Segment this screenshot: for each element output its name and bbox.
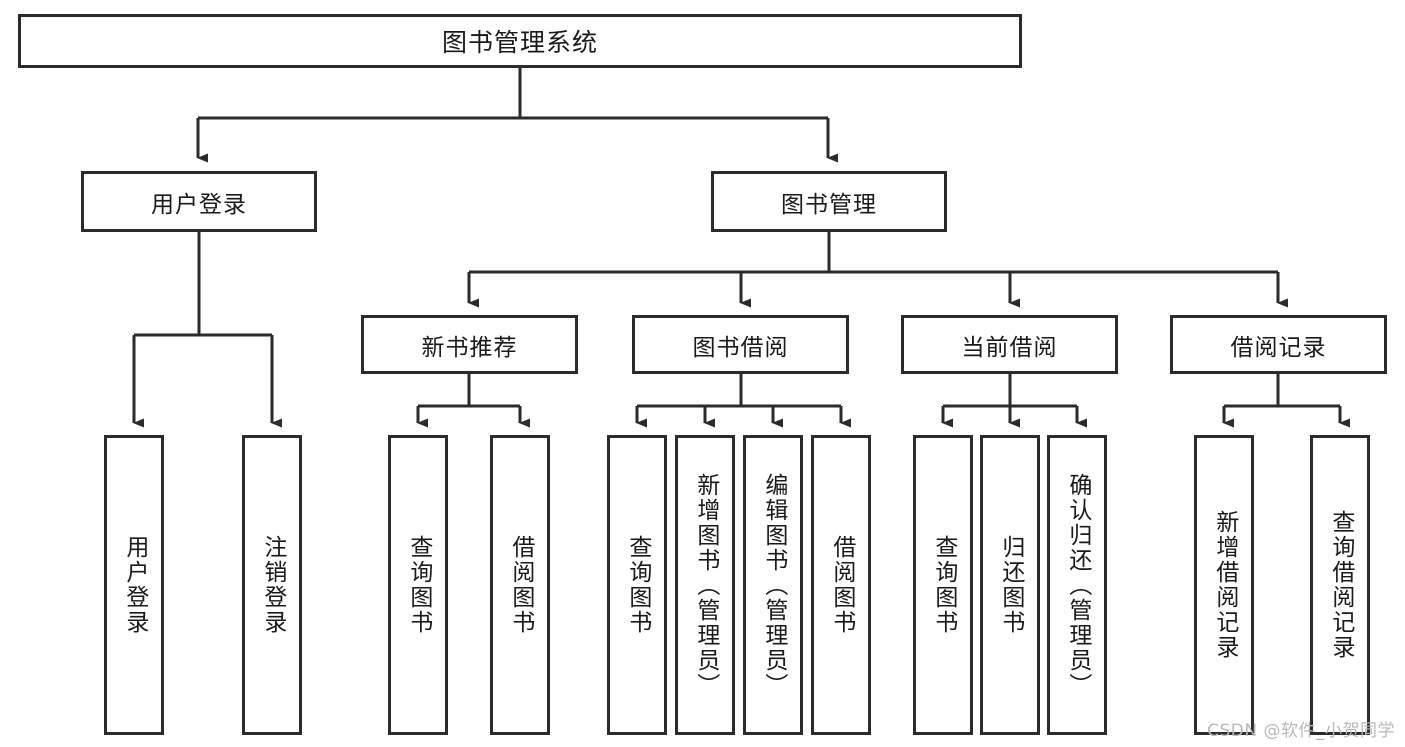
node-leaf-edit-book[interactable]: 编辑图书（管理员） (743, 435, 803, 735)
node-leaf-query-book-1-label: 查询图书 (405, 535, 432, 635)
node-leaf-user-logout[interactable]: 注销登录 (242, 435, 302, 735)
node-leaf-query-record-label: 查询借阅记录 (1327, 510, 1354, 660)
node-leaf-return-book[interactable]: 归还图书 (980, 435, 1040, 735)
node-leaf-query-record[interactable]: 查询借阅记录 (1310, 435, 1370, 735)
node-leaf-confirm-return-label: 确认归还（管理员） (1064, 472, 1091, 698)
node-leaf-borrow-book-2[interactable]: 借阅图书 (811, 435, 871, 735)
node-leaf-borrow-book-1[interactable]: 借阅图书 (490, 435, 550, 735)
node-leaf-query-book-3-label: 查询图书 (930, 535, 957, 635)
node-leaf-add-record-label: 新增借阅记录 (1211, 510, 1238, 660)
node-book-manage-label: 图书管理 (781, 191, 877, 218)
node-book-borrow-label: 图书借阅 (692, 334, 789, 361)
node-borrow-record-label: 借阅记录 (1230, 334, 1327, 361)
node-leaf-query-book-2[interactable]: 查询图书 (607, 435, 667, 735)
node-current-borrow[interactable]: 当前借阅 (901, 315, 1118, 374)
node-new-book-recommend-label: 新书推荐 (421, 334, 518, 361)
node-book-borrow[interactable]: 图书借阅 (632, 315, 849, 374)
node-book-manage[interactable]: 图书管理 (711, 171, 947, 232)
node-leaf-edit-book-label: 编辑图书（管理员） (760, 472, 787, 698)
node-leaf-query-book-1[interactable]: 查询图书 (388, 435, 448, 735)
node-leaf-borrow-book-2-label: 借阅图书 (828, 535, 855, 635)
node-leaf-add-record[interactable]: 新增借阅记录 (1194, 435, 1254, 735)
node-leaf-confirm-return[interactable]: 确认归还（管理员） (1047, 435, 1107, 735)
node-leaf-add-book[interactable]: 新增图书（管理员） (675, 435, 735, 735)
node-leaf-borrow-book-1-label: 借阅图书 (507, 535, 534, 635)
node-user-login-label: 用户登录 (151, 191, 247, 218)
node-leaf-user-logout-label: 注销登录 (259, 535, 286, 635)
node-leaf-query-book-3[interactable]: 查询图书 (913, 435, 973, 735)
node-root-label: 图书管理系统 (441, 28, 598, 57)
node-leaf-add-book-label: 新增图书（管理员） (692, 472, 719, 698)
node-leaf-return-book-label: 归还图书 (997, 535, 1024, 635)
node-leaf-query-book-2-label: 查询图书 (624, 535, 651, 635)
node-leaf-user-login[interactable]: 用户登录 (104, 435, 164, 735)
node-root[interactable]: 图书管理系统 (18, 14, 1022, 68)
node-new-book-recommend[interactable]: 新书推荐 (361, 315, 578, 374)
node-borrow-record[interactable]: 借阅记录 (1170, 315, 1387, 374)
node-leaf-user-login-label: 用户登录 (121, 535, 148, 635)
node-current-borrow-label: 当前借阅 (961, 334, 1058, 361)
node-user-login[interactable]: 用户登录 (81, 171, 317, 232)
